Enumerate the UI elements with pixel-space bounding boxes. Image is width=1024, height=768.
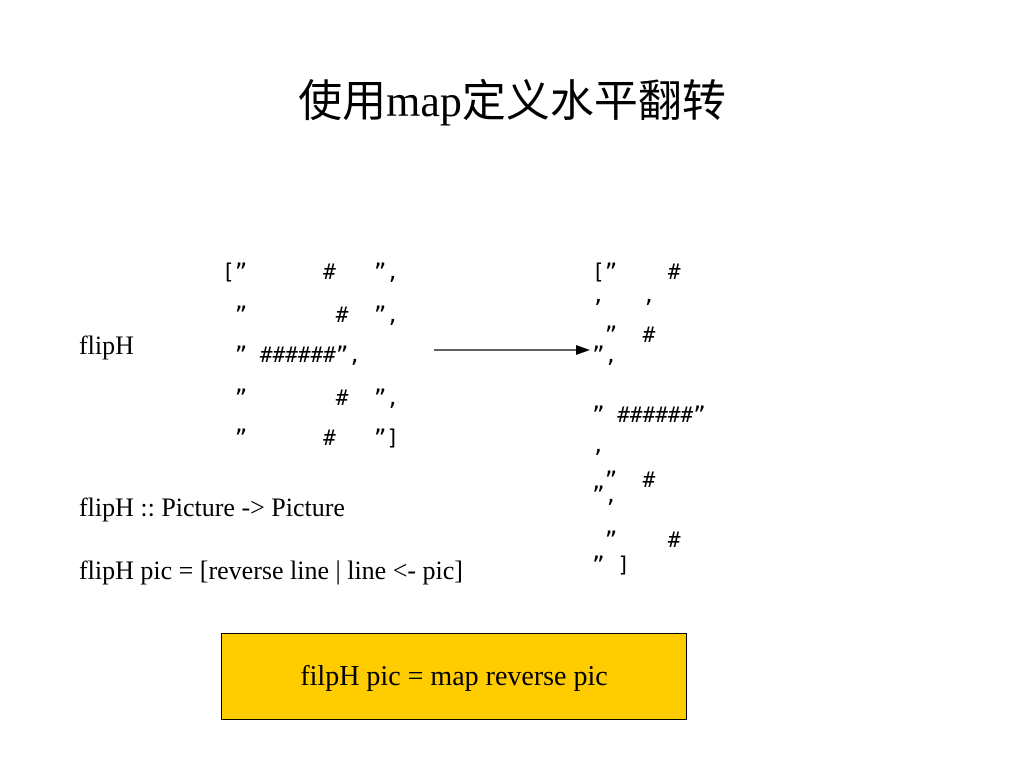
slide-title: 使用map定义水平翻转 <box>298 77 726 126</box>
picture-line: ” # ”, <box>222 386 400 410</box>
picture-line: ” # ”] <box>222 426 400 450</box>
picture-line: ” # <box>592 468 656 492</box>
map-definition-text: filpH pic = map reverse pic <box>300 660 608 692</box>
function-label: flipH <box>79 331 134 360</box>
picture-line: ” ] <box>592 553 630 577</box>
picture-line: , <box>592 433 605 457</box>
picture-line: ” ######”, <box>222 343 362 367</box>
type-signature: flipH :: Picture -> Picture <box>79 493 345 522</box>
picture-line: [” # <box>592 260 681 284</box>
picture-line: ” # <box>592 528 681 552</box>
picture-line: , , <box>592 283 656 307</box>
picture-line: ” # <box>592 323 656 347</box>
map-definition-box: filpH pic = map reverse pic <box>221 633 687 720</box>
picture-line: ”, <box>592 343 618 367</box>
picture-line: ” ######” <box>592 403 706 427</box>
picture-line: [” # ”, <box>222 260 400 284</box>
picture-line: ”, <box>592 483 618 507</box>
picture-line: ” # ”, <box>222 303 400 327</box>
list-comprehension-definition: flipH pic = [reverse line | line <- pic] <box>79 556 463 585</box>
